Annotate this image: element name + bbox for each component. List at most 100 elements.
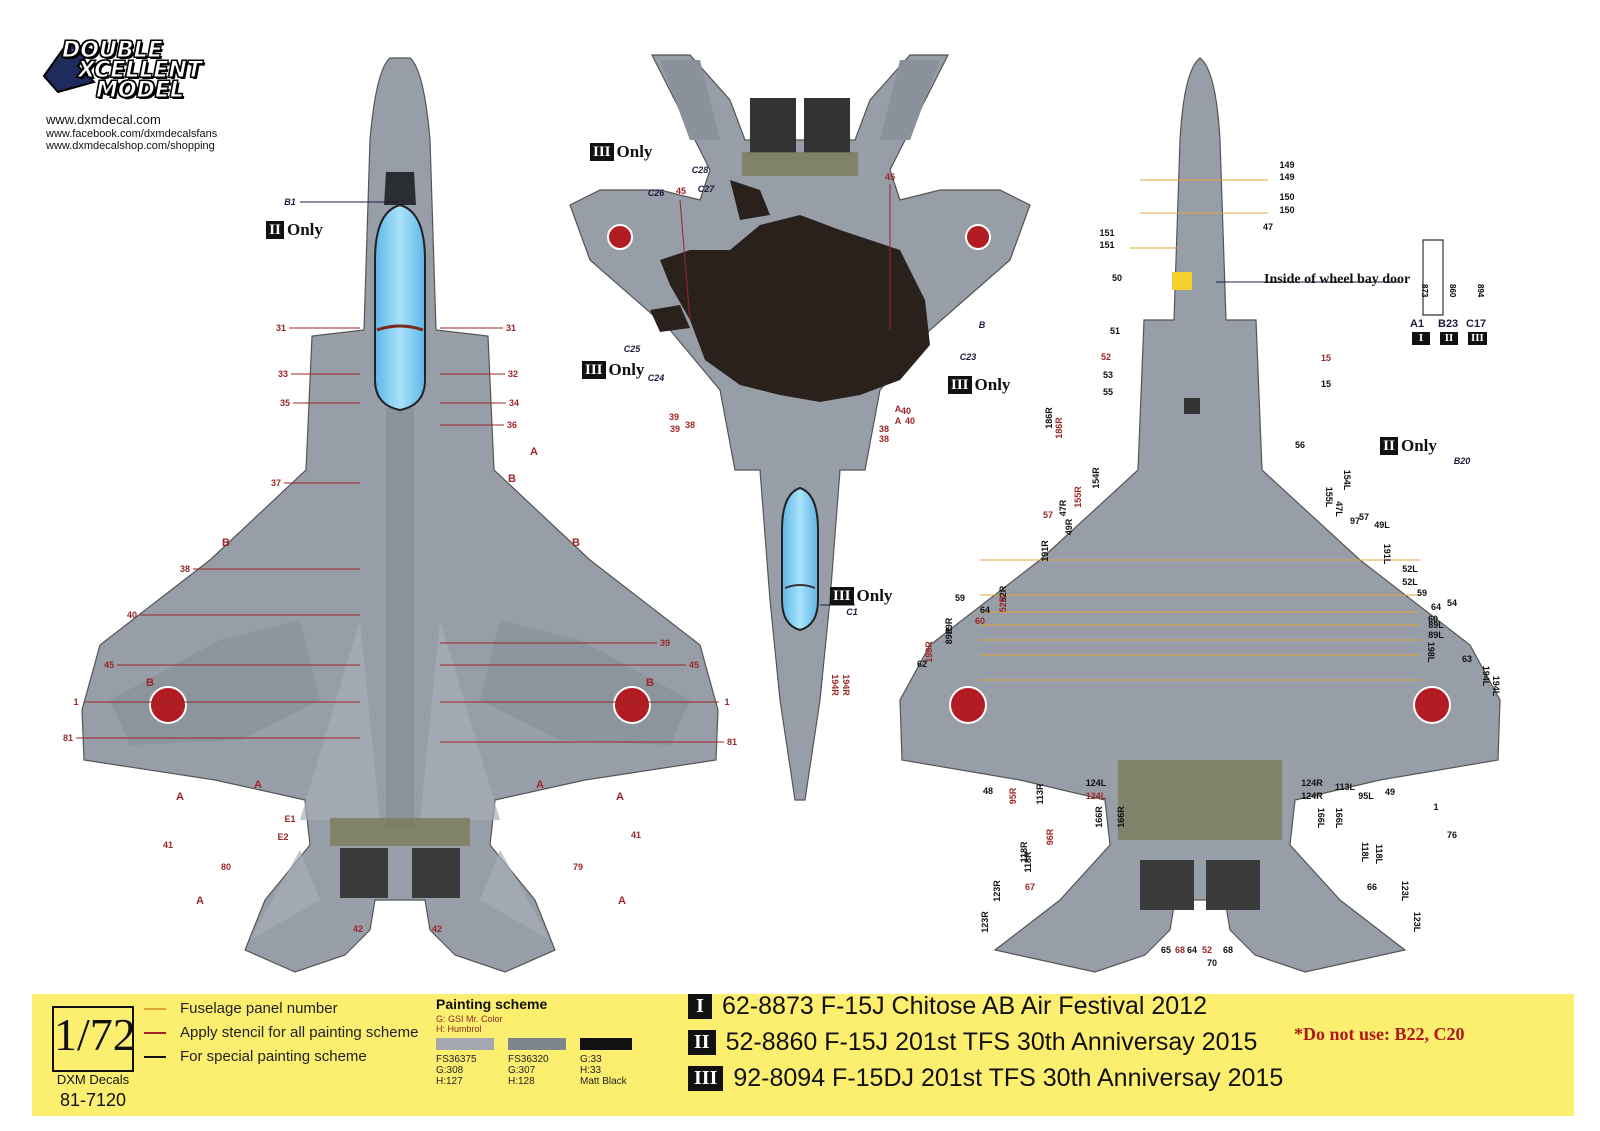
- brand-name: DXM Decals: [56, 1072, 130, 1087]
- callout-bottom-left-21: 57: [1043, 510, 1053, 520]
- callout-bottom-right-9: 52L: [1402, 577, 1418, 587]
- callout-bottom-right-25: 1: [1433, 802, 1438, 812]
- callout-bottom-left-11: 55: [1103, 387, 1113, 397]
- callout-left-81: 81: [63, 733, 73, 743]
- leader-line: [679, 199, 691, 321]
- callout-bottom-left-38: 166R: [1116, 806, 1126, 828]
- callout-bottom-right-31: 66: [1367, 882, 1377, 892]
- callout-bottom-right-14: 89L: [1428, 620, 1444, 630]
- callout-letter-2: B: [222, 537, 230, 549]
- callout-right-31: 31: [506, 323, 516, 333]
- callout-bottom-left-39: 96R: [1045, 828, 1055, 845]
- callout-under-6: 38: [879, 434, 889, 444]
- callout-bottom-left-42: 67: [1025, 882, 1035, 892]
- callout-nose-194r-b: 194R: [841, 674, 851, 696]
- underside-black-patch: [660, 215, 930, 402]
- wheel-bay-code-c17: C17: [1466, 318, 1487, 330]
- callout-bottom-left-24: 52R: [998, 595, 1008, 612]
- logo-line3: MODEL: [96, 78, 185, 103]
- callout-bottom-right-15: 89L: [1428, 630, 1444, 640]
- callout-bottom-right-4: 97: [1350, 516, 1360, 526]
- callout-bottom-left-32: 48: [983, 786, 993, 796]
- website-url[interactable]: www.dxmdecal.com: [46, 112, 161, 127]
- callout-bottom-right-17: 63: [1462, 654, 1472, 664]
- bottom-right-hinomaru: [1413, 686, 1451, 724]
- underside-right-hinomaru: [965, 224, 991, 250]
- callout-bottom-left-22: 191R: [1040, 540, 1050, 562]
- callout-bottom-left-35: 124L: [1086, 778, 1107, 788]
- callout-letter-10: A: [196, 895, 204, 907]
- callout-letter-8: A: [254, 779, 262, 791]
- callout-under-9: A: [895, 404, 902, 414]
- shop-url[interactable]: www.dxmdecalshop.com/shopping: [46, 140, 215, 152]
- callout-bottom-left-33: 95R: [1008, 787, 1018, 804]
- callout-bottom-left-29: 89R: [944, 627, 954, 644]
- callout-code-C26: C26: [648, 188, 666, 198]
- callout-bottom-6: 41: [163, 840, 173, 850]
- wheel-bay-door-title: Inside of wheel bay door: [1264, 272, 1411, 287]
- wheel-bay-digits-a1: 873: [1420, 284, 1429, 298]
- callout-bottom-left-9: 52: [1101, 352, 1111, 362]
- callout-bottom-left-5: 151: [1099, 240, 1114, 250]
- callout-right-81: 81: [727, 737, 737, 747]
- callout-left-45: 45: [104, 660, 114, 670]
- callout-right-36: 36: [507, 420, 517, 430]
- wheel-bay-door-outline: [1422, 239, 1444, 316]
- callout-bottom-left-28: 89R: [944, 617, 954, 634]
- callout-left-33: 33: [278, 369, 288, 379]
- callout-bottom-right-13: 60: [1428, 614, 1438, 624]
- callout-bottom-left-0: 149: [1279, 160, 1294, 170]
- callout-code-b1: B1: [284, 197, 296, 207]
- wheel-bay-codes: A1 B23 C17 I II III: [1410, 318, 1487, 348]
- callout-bottom-right-0: B20: [1454, 456, 1471, 466]
- callout-nose-194r-a: 194R: [830, 674, 840, 696]
- callout-bottom-right-11: 54: [1447, 598, 1457, 608]
- callout-code-C24: C24: [648, 373, 665, 383]
- swatch-fs36375: [436, 1038, 494, 1050]
- callout-bottom-left-26: 64: [980, 605, 990, 615]
- callout-bottom-right-24: 49: [1385, 787, 1395, 797]
- callout-bottom-left-20: 49R: [1064, 518, 1074, 535]
- callout-bottom-right-1: 154L: [1342, 470, 1352, 491]
- callout-bottom-left-16: 56: [1295, 440, 1305, 450]
- wheel-bay-digits-c17: 894: [1476, 284, 1485, 298]
- top-view-canopy: [374, 203, 426, 412]
- callout-bottom-right-30: 118L: [1374, 844, 1384, 865]
- callout-code-C27: C27: [698, 184, 716, 194]
- callout-bottom-left-18: 155R: [1073, 486, 1083, 508]
- callout-bottom-3: 79: [573, 862, 583, 872]
- callout-bottom-right-22: 113L: [1335, 782, 1356, 792]
- callout-left-1: 1: [73, 697, 78, 707]
- callout-bottom-left-43: 123R: [992, 880, 1002, 902]
- wheel-bay-digits-b23: 860: [1448, 284, 1457, 298]
- callout-under-4: 38: [685, 420, 695, 430]
- callout-bottom-left-13: 15: [1321, 379, 1331, 389]
- facebook-url[interactable]: www.facebook.com/dxmdecalsfans: [46, 128, 218, 140]
- callout-bottom-left-25: 59: [955, 593, 965, 603]
- callout-bottom-right-20: 124R: [1301, 778, 1323, 788]
- callout-bottom-1: 42: [353, 924, 363, 934]
- footer-legend-bar: 1/72 DXM Decals 81-7120 Fuselage panel n…: [32, 992, 1574, 1116]
- callout-bottom-right-5: 57: [1359, 512, 1369, 522]
- scale-box: 1/72: [52, 1006, 136, 1072]
- callout-left-37: 37: [271, 478, 281, 488]
- swatch-fs36320: [508, 1038, 566, 1050]
- callout-under-8: 40: [905, 416, 915, 426]
- callout-bottom-left-41: 118R: [1023, 851, 1033, 873]
- callout-code-C23: C23: [960, 352, 977, 362]
- callout-under-3: 39: [670, 424, 680, 434]
- top-left-hinomaru: [149, 686, 187, 724]
- wheel-bay-roman-ii: II: [1440, 332, 1458, 345]
- callout-right-1: 1: [724, 697, 729, 707]
- painting-scheme-sub1: G: GSI Mr. Color: [436, 1014, 503, 1024]
